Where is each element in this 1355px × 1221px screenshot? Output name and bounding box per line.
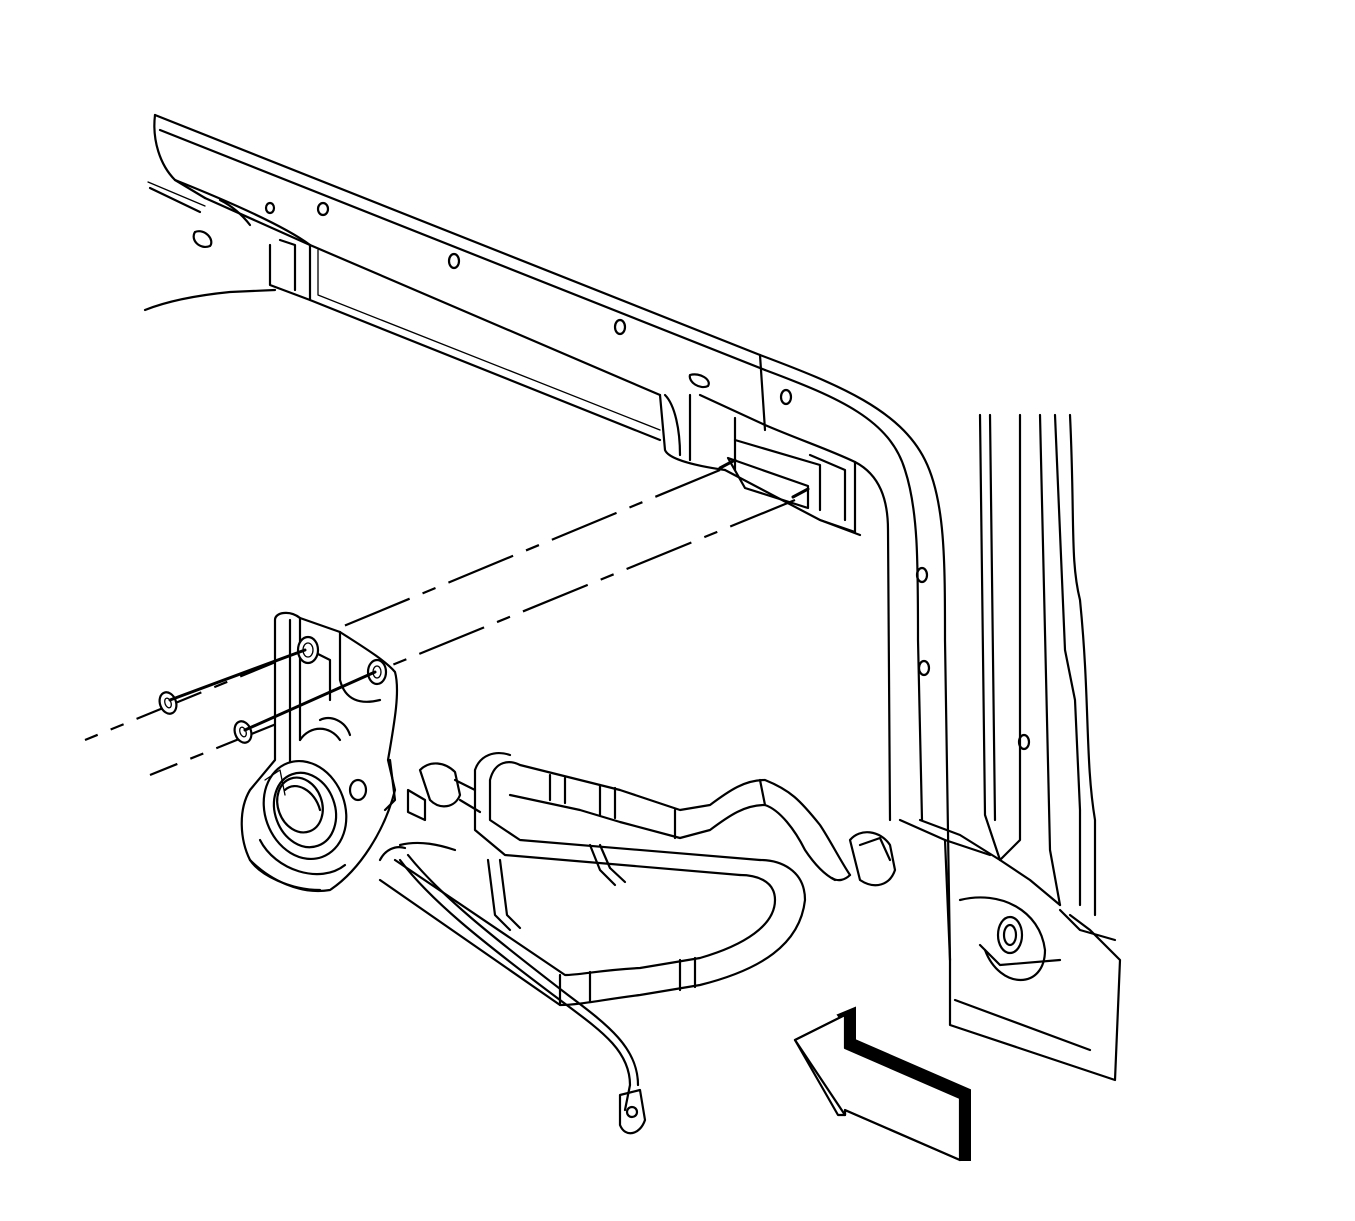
filler-hose-assembly — [378, 752, 897, 1135]
fuel-filler-bracket — [168, 611, 399, 893]
view-direction-arrow-icon — [793, 1006, 971, 1162]
alignment-lines — [84, 468, 796, 777]
frame-rail — [143, 113, 1031, 962]
pillar — [898, 413, 1122, 1082]
fasteners — [158, 691, 253, 744]
